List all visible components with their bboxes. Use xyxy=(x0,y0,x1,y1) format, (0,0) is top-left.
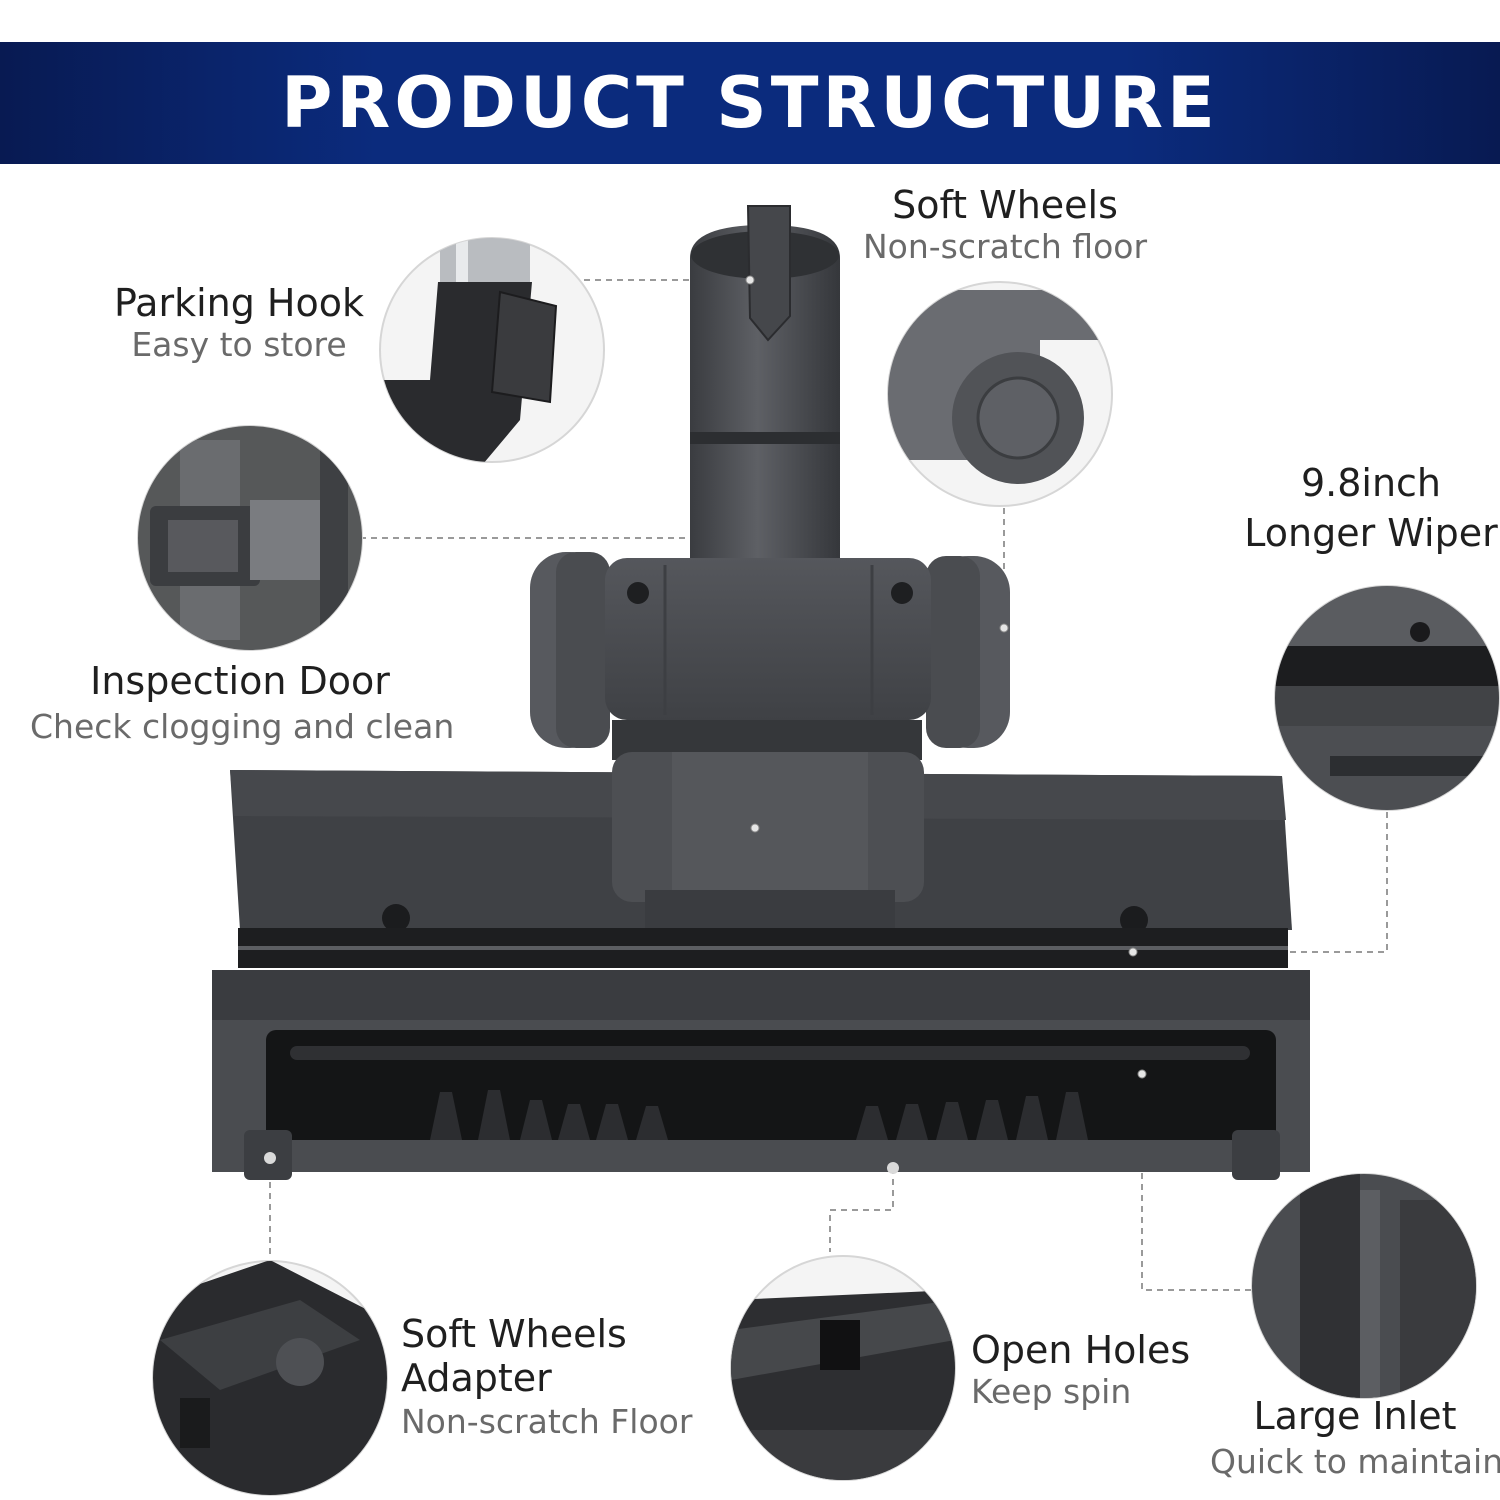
label-parking-hook: Parking Hook Easy to store xyxy=(100,281,378,365)
banner-title: PRODUCT STRUCTURE xyxy=(281,62,1219,144)
label-inspection-door: Inspection Door Check clogging and clean xyxy=(30,659,455,747)
wiper-title-line2: Longer Wiper xyxy=(1244,511,1498,555)
parking-hook-title: Parking Hook xyxy=(113,281,365,325)
detail-open-holes xyxy=(730,1255,956,1481)
large-inlet-subtitle: Quick to maintain xyxy=(1210,1442,1500,1481)
label-wheels-adapter: Soft Wheels Adapter Non-scratch Floor xyxy=(401,1312,711,1442)
open-holes-title: Open Holes xyxy=(971,1328,1191,1372)
wheels-adapter-subtitle: Non-scratch Floor xyxy=(401,1402,693,1441)
leader-dots xyxy=(745,275,1147,1079)
open-holes-subtitle: Keep spin xyxy=(971,1372,1132,1411)
label-large-inlet: Large Inlet Quick to maintain xyxy=(1210,1394,1500,1482)
detail-large-inlet xyxy=(1251,1173,1477,1399)
detail-parking-hook xyxy=(379,237,605,463)
title-banner: PRODUCT STRUCTURE xyxy=(0,42,1500,164)
detail-inspection-door xyxy=(137,425,363,651)
large-inlet-title: Large Inlet xyxy=(1253,1394,1457,1438)
label-open-holes: Open Holes Keep spin xyxy=(971,1328,1211,1412)
soft-wheels-title: Soft Wheels xyxy=(892,183,1118,227)
soft-wheels-subtitle: Non-scratch floor xyxy=(862,227,1148,266)
wheels-adapter-title-line1: Soft Wheels xyxy=(401,1312,627,1356)
floor-brush-head xyxy=(212,205,1310,1180)
detail-soft-wheels xyxy=(887,281,1113,507)
detail-longer-wiper xyxy=(1274,585,1500,811)
detail-wheels-adapter xyxy=(152,1260,388,1496)
wheels-adapter-title-line2: Adapter xyxy=(401,1356,552,1400)
label-soft-wheels: Soft Wheels Non-scratch floor xyxy=(855,183,1155,267)
wiper-title-line1: 9.8inch xyxy=(1300,461,1442,505)
inspection-door-subtitle: Check clogging and clean xyxy=(30,707,455,746)
parking-hook-subtitle: Easy to store xyxy=(131,325,347,364)
inspection-door-title: Inspection Door xyxy=(90,659,390,703)
label-longer-wiper: 9.8inch Longer Wiper xyxy=(1243,458,1499,558)
